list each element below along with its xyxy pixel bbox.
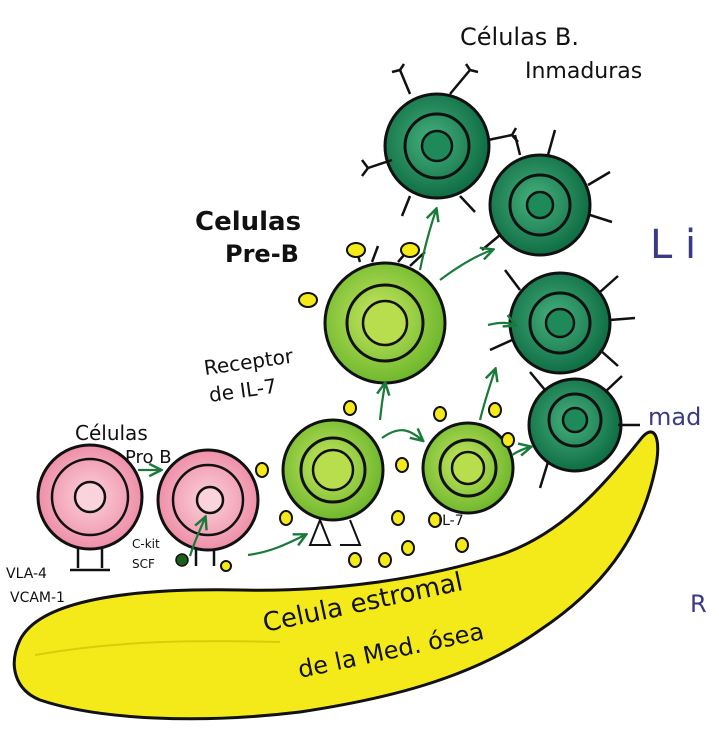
margin-text-mad: mad [648, 403, 701, 431]
pro-b-label-line2: Pro B [125, 447, 172, 468]
il7-receptor-label-line2: de IL-7 [207, 374, 278, 407]
il7-receptor-cell-1 [283, 420, 383, 545]
pro-b-cell-2 [158, 450, 258, 571]
vla4-label: VLA-4 [6, 566, 47, 582]
margin-text-l: L i [650, 222, 696, 268]
immature-b-cell-2 [482, 130, 612, 255]
arrow-pro-b-to-il7-cell [248, 535, 305, 555]
immature-b-label-line2: Inmaduras [525, 59, 642, 84]
il7-receptor-cell-2 [423, 423, 513, 513]
il7-label: IL-7 [438, 513, 464, 529]
il7-receptor-label-line1: Receptor [202, 344, 295, 380]
arrow-pre-b-to-immature-2 [440, 250, 492, 280]
arrow-il7-cell-to-immature-4 [512, 447, 530, 455]
arrow-il7-cell-to-pre-b [380, 384, 385, 420]
ckit-label: C-kit [132, 537, 160, 551]
immature-b-cell-3 [490, 270, 635, 373]
pre-b-cell [325, 246, 445, 383]
arrow-pre-b-to-immature-1 [420, 210, 436, 270]
margin-text-r: R [690, 590, 707, 618]
pre-b-label-line1: Celulas [195, 207, 301, 237]
immature-b-label-line1: Células B. [460, 23, 579, 51]
vcam-label: VCAM-1 [10, 590, 65, 606]
pro-b-label-line1: Células [75, 421, 148, 445]
pre-b-label-line2: Pre-B [225, 240, 299, 268]
scf-label: SCF [132, 557, 155, 571]
arrow-il7-cell-to-immature-3 [488, 323, 515, 325]
arrow-il7-cell-to-il7-cell [382, 430, 422, 440]
